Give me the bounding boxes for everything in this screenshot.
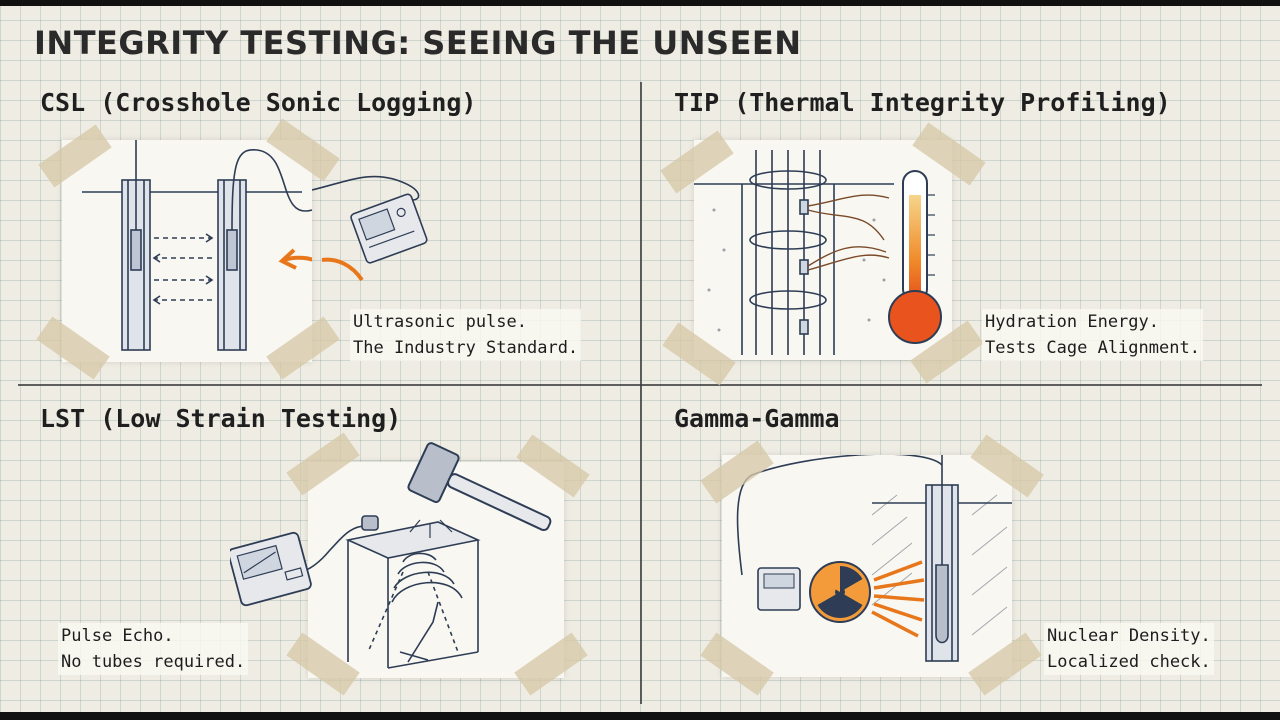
csl-sketch-card <box>62 140 312 362</box>
caption-line: Ultrasonic pulse. <box>353 312 527 332</box>
caption-line: Pulse Echo. <box>61 626 174 646</box>
readout-device-icon <box>312 175 428 282</box>
caption-line: Tests Cage Alignment. <box>985 338 1200 358</box>
caption-line: The Industry Standard. <box>353 338 579 358</box>
gamma-heading: Gamma-Gamma <box>674 404 840 433</box>
gamma-probe-icon <box>736 455 1012 662</box>
readout-device-icon <box>230 515 379 607</box>
caption-line: Nuclear Density. <box>1047 626 1211 646</box>
gamma-caption: Nuclear Density. Localized check. <box>1044 623 1214 675</box>
tip-heading: TIP (Thermal Integrity Profiling) <box>674 88 1171 117</box>
lst-caption: Pulse Echo. No tubes required. <box>58 623 249 675</box>
ultrasonic-tubes-icon <box>82 140 312 351</box>
rebar-cage-icon <box>694 150 894 355</box>
radiation-icon <box>757 560 925 638</box>
caption-line: Localized check. <box>1047 652 1211 672</box>
lst-heading: LST (Low Strain Testing) <box>40 404 402 433</box>
top-frame-bar <box>0 0 1280 6</box>
page-title: INTEGRITY TESTING: SEEING THE UNSEEN <box>34 24 802 62</box>
caption-line: Hydration Energy. <box>985 312 1159 332</box>
gamma-sketch-card <box>722 455 1012 677</box>
hammer-icon <box>407 442 552 538</box>
bottom-frame-bar <box>0 712 1280 720</box>
csl-caption: Ultrasonic pulse. The Industry Standard. <box>350 309 582 361</box>
csl-heading: CSL (Crosshole Sonic Logging) <box>40 88 477 117</box>
thermometer-icon <box>888 170 942 344</box>
caption-line: No tubes required. <box>61 652 246 672</box>
pile-block-icon <box>345 521 481 669</box>
horizontal-divider <box>18 384 1262 386</box>
tip-caption: Hydration Energy. Tests Cage Alignment. <box>982 309 1203 361</box>
vertical-divider <box>640 82 642 704</box>
